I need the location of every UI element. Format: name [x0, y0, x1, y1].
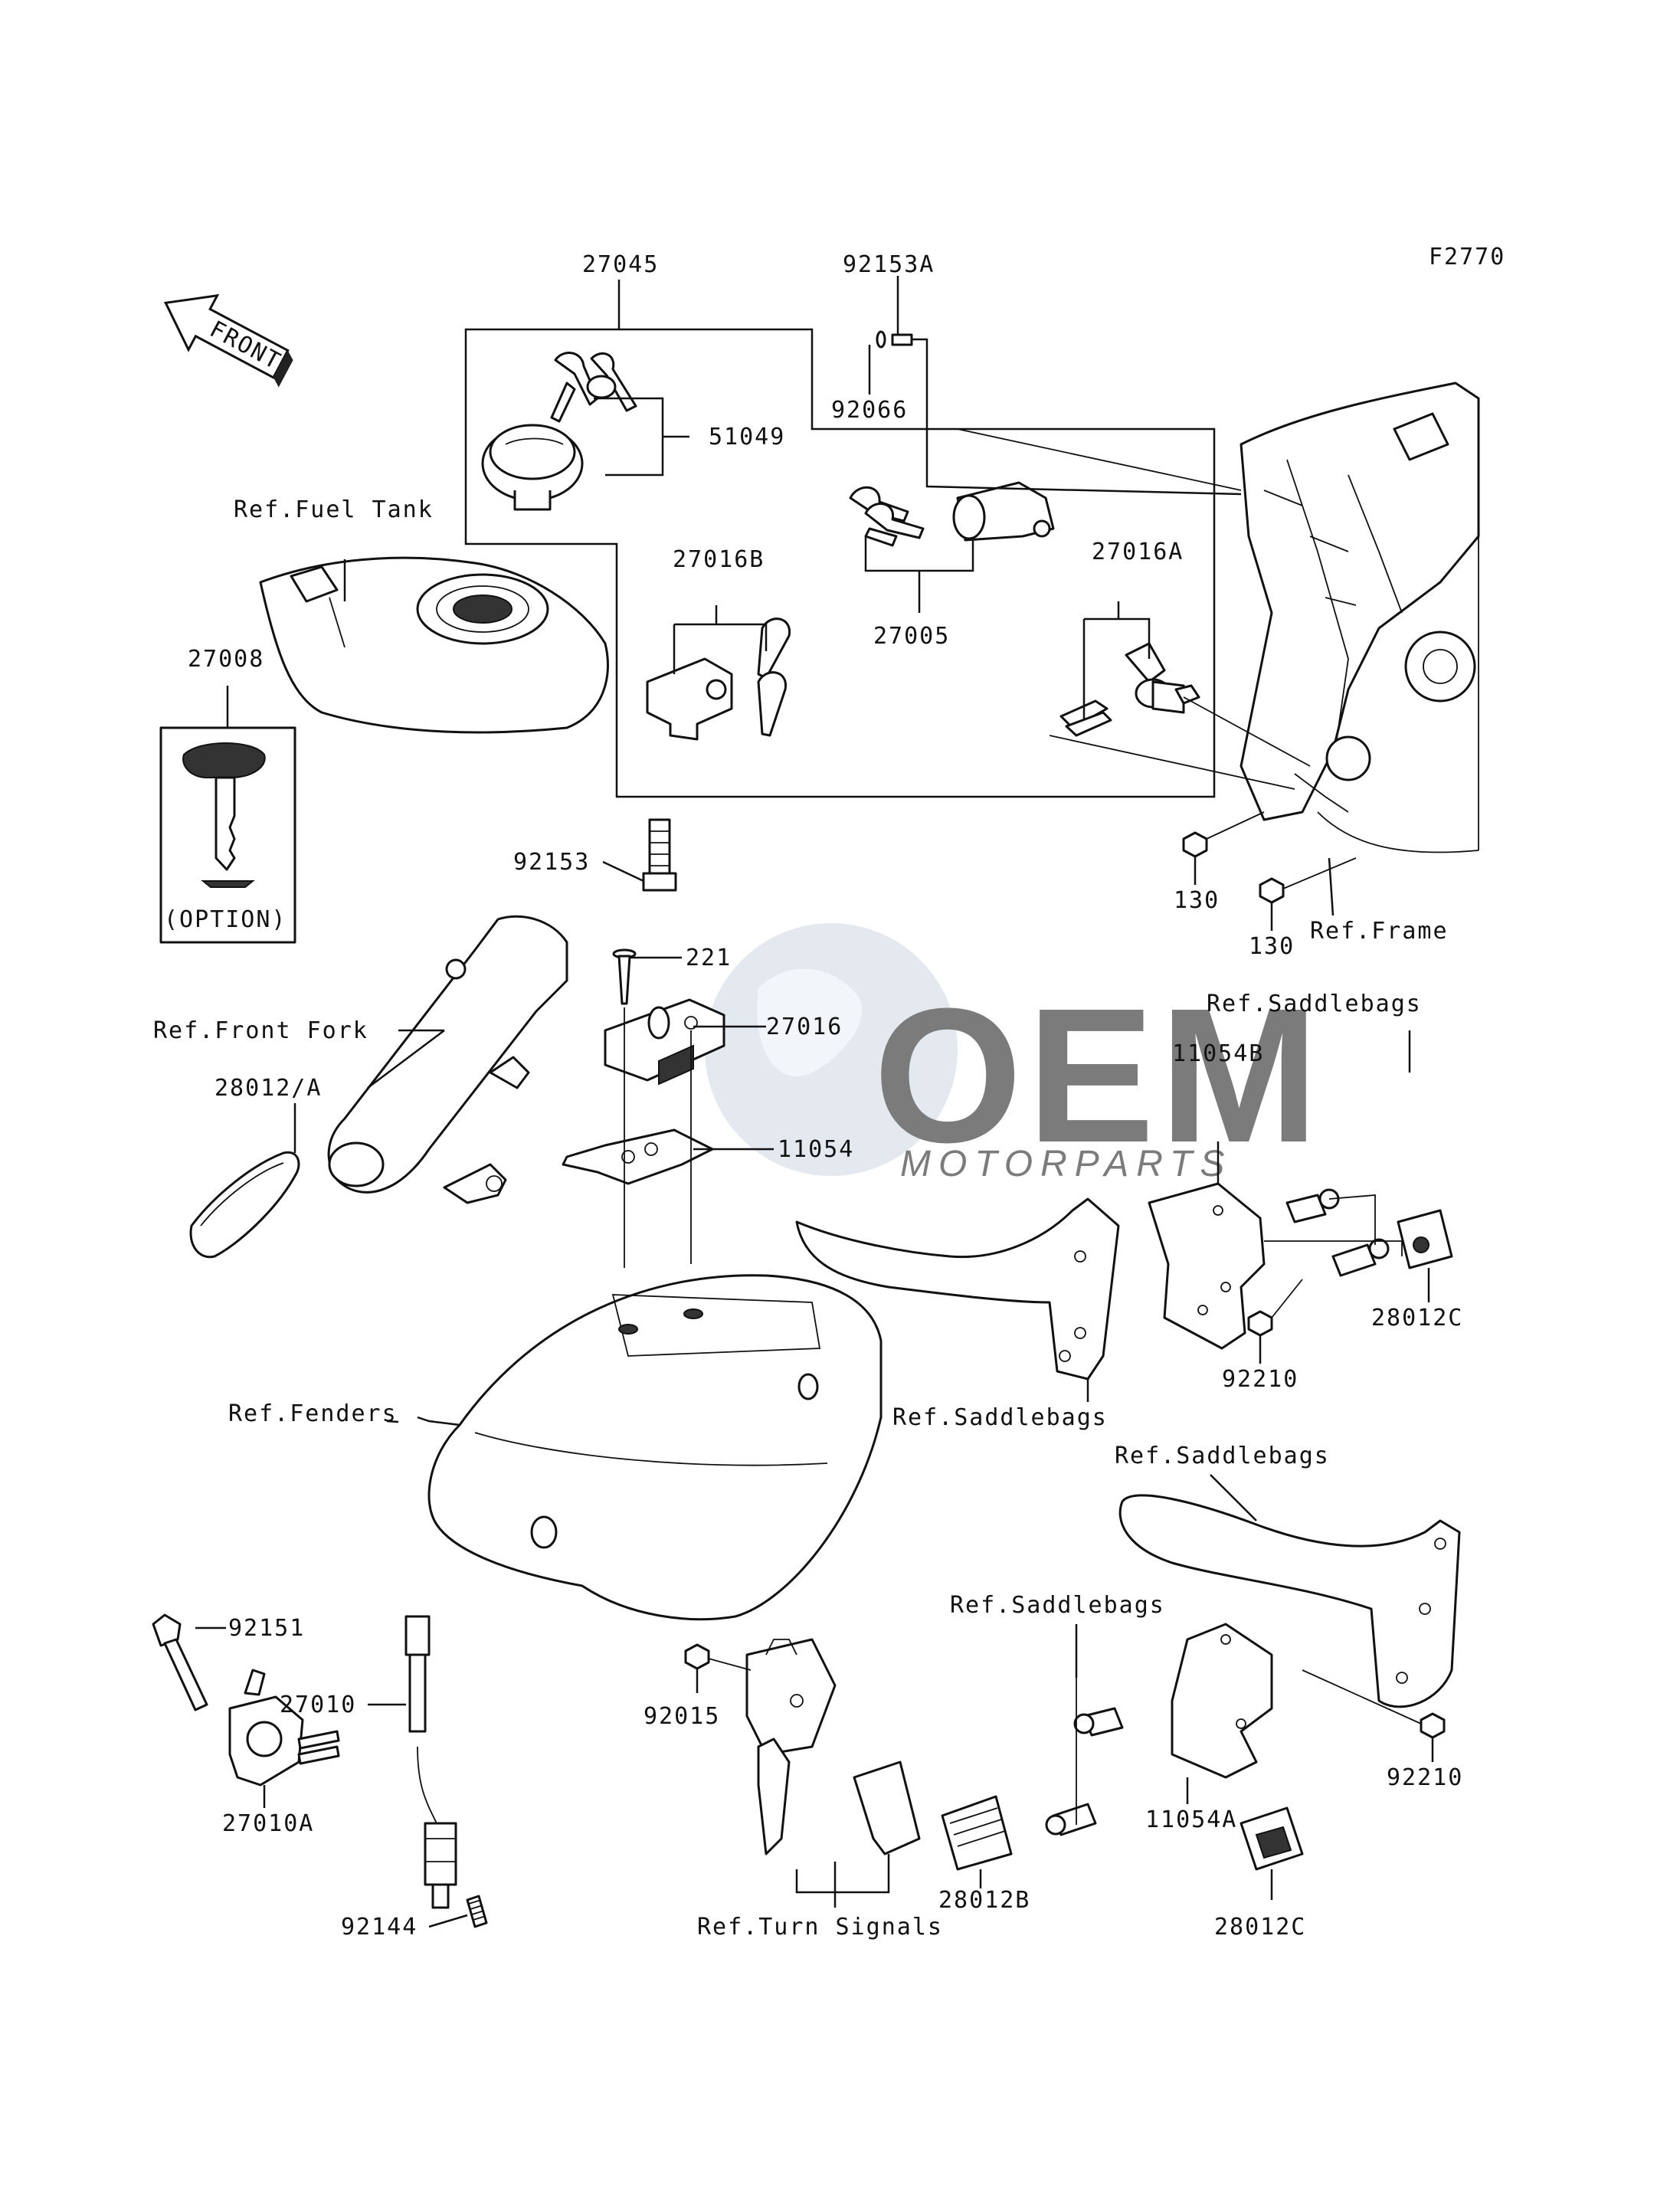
callout-28012A: 28012/A	[215, 1075, 322, 1102]
callout-27016B: 27016B	[673, 546, 765, 573]
lock-27016B	[646, 617, 791, 741]
fender	[427, 1274, 883, 1621]
callout-ref-front-fork: Ref.Front Fork	[153, 1017, 368, 1044]
callout-92066: 92066	[831, 397, 908, 424]
callout-ref-fuel-tank: Ref.Fuel Tank	[234, 496, 434, 523]
bolt-92151	[152, 1613, 208, 1711]
nut-92210-lower	[1302, 1669, 1446, 1739]
callout-ref-saddlebags-3: Ref.Saddlebags	[1115, 1443, 1330, 1469]
reflector-28012C-lower	[1240, 1806, 1304, 1871]
watermark-sub: MOTORPARTS	[900, 1144, 1232, 1184]
saddlebag-bracket-lower	[1118, 1494, 1461, 1708]
bolts-saddlebag-lower	[1045, 1678, 1124, 1836]
callout-27045: 27045	[582, 251, 659, 278]
callout-11054: 11054	[778, 1136, 854, 1163]
callout-27016: 27016	[766, 1014, 843, 1040]
callout-92153: 92153	[513, 849, 590, 876]
callout-92144: 92144	[341, 1914, 418, 1941]
callout-27016A: 27016A	[1092, 539, 1184, 565]
callout-27008: 27008	[188, 646, 264, 673]
lock-27016A	[1059, 642, 1200, 737]
front-arrow-shadow	[273, 350, 293, 388]
callout-51049: 51049	[709, 424, 785, 450]
callout-27010: 27010	[280, 1692, 356, 1718]
watermark: OEM MOTORPARTS	[705, 923, 1323, 1184]
reflector-28012B	[941, 1795, 1013, 1871]
ignition-keys-51049	[550, 352, 637, 423]
switch-27010A	[228, 1669, 340, 1787]
callout-27005: 27005	[873, 623, 950, 650]
fuel-cap	[481, 424, 584, 511]
plate-11054A	[1171, 1623, 1273, 1779]
callout-92153A: 92153A	[843, 251, 935, 278]
callout-221: 221	[686, 945, 732, 971]
callout-92210-lower: 92210	[1387, 1764, 1463, 1791]
callout-92151: 92151	[228, 1615, 305, 1642]
switch-27010	[404, 1615, 457, 1909]
callout-11054B: 11054B	[1172, 1040, 1264, 1067]
front-arrow-label: FRONT	[205, 316, 286, 375]
bracket-27016	[604, 998, 725, 1086]
screw-221	[612, 948, 637, 1005]
key-card-27008: (OPTION)	[159, 726, 296, 944]
leader-lines	[195, 276, 1434, 1928]
plate-11054	[562, 1128, 714, 1185]
nut-130-b	[1259, 857, 1357, 904]
callout-ref-saddlebags-1: Ref.Saddlebags	[1207, 991, 1422, 1017]
bracket-guides	[624, 1007, 692, 1268]
saddlebag-bracket-upper	[795, 1197, 1120, 1381]
turn-signal-bracket	[745, 1638, 921, 1855]
callout-27010A: 27010A	[222, 1810, 314, 1837]
callout-28012C-lower: 28012C	[1214, 1914, 1306, 1941]
frame	[1240, 382, 1480, 853]
figure-code: F2770	[1429, 244, 1505, 270]
option-label: (OPTION)	[164, 906, 287, 933]
fuel-tank	[259, 556, 609, 734]
nut-92210-upper	[1247, 1240, 1403, 1337]
callout-ref-frame: Ref.Frame	[1310, 918, 1449, 945]
frame-guide-lines	[957, 428, 1311, 790]
callout-28012B: 28012B	[938, 1887, 1030, 1914]
front-fork	[327, 915, 568, 1204]
watermark-continent	[757, 968, 863, 1077]
callout-ref-turn-signals: Ref.Turn Signals	[697, 1914, 943, 1941]
callout-130-a: 130	[1174, 887, 1220, 914]
ignition-cylinder	[876, 330, 1055, 542]
reflector-28012A	[189, 1151, 300, 1259]
group-27045-bracket	[464, 280, 1216, 798]
watermark-brand: OEM	[873, 968, 1323, 1182]
nut-92015	[684, 1643, 752, 1671]
front-arrow: FRONT	[163, 293, 293, 388]
callout-92210-upper: 92210	[1222, 1366, 1298, 1393]
callout-92015: 92015	[644, 1703, 720, 1730]
bolts-saddlebag-upper	[1285, 1188, 1390, 1277]
callout-130-b: 130	[1249, 933, 1295, 960]
callout-ref-saddlebags-2: Ref.Saddlebags	[892, 1404, 1108, 1431]
nut-130-a	[1182, 811, 1265, 858]
spring-92144	[466, 1895, 488, 1928]
callout-ref-saddlebags-4: Ref.Saddlebags	[950, 1592, 1165, 1619]
callout-28012C-upper: 28012C	[1371, 1305, 1463, 1331]
plate-11054B	[1148, 1182, 1266, 1350]
reflector-28012C-upper	[1397, 1209, 1453, 1269]
callout-labels: 27045 92153A 92066 51049 Ref.Fuel Tank 2…	[153, 251, 1463, 1941]
bolt-92153	[642, 818, 677, 892]
keys-27005	[849, 486, 925, 547]
callout-ref-fenders: Ref.Fenders	[228, 1400, 398, 1427]
callout-11054A: 11054A	[1145, 1806, 1237, 1833]
